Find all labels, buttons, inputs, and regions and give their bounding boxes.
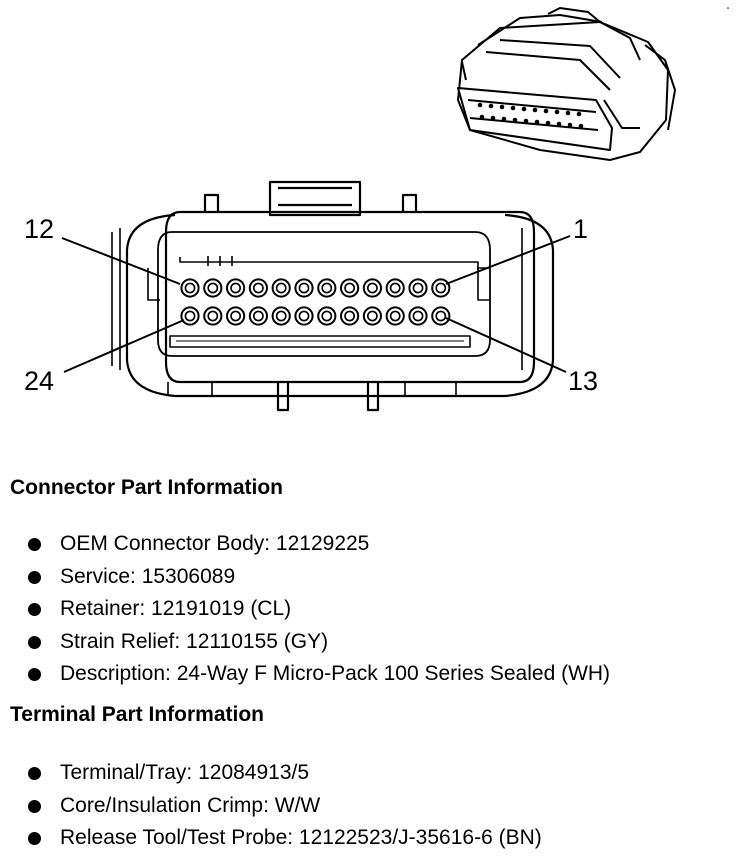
pin-cavity-inner <box>435 310 447 322</box>
pin-cavity-inner <box>184 282 196 294</box>
pin-cavity-inner <box>344 282 355 294</box>
pin-cavity-inner <box>275 310 287 322</box>
pin-cavity-top <box>203 278 223 298</box>
pin-cavity-bottom <box>248 306 268 326</box>
pin-label-1: 1 <box>573 214 588 244</box>
bullet-icon <box>28 799 41 813</box>
pin-cavity-inner <box>389 310 401 322</box>
pin-cavity-top <box>362 278 382 298</box>
info-list-item: Release Tool/Test Probe: 12122523/J-3561… <box>28 822 542 855</box>
pin-cavity-inner <box>230 310 241 322</box>
pin-cavity-top <box>340 278 360 298</box>
bullet-icon <box>28 668 41 681</box>
pin-cavity-inner <box>207 282 219 294</box>
pin-cavity-inner <box>298 310 310 322</box>
pin-cavity-top <box>294 278 314 298</box>
pin-cavity-bottom <box>180 306 200 326</box>
info-item-text: Terminal/Tray: 12084913/5 <box>60 761 310 784</box>
info-item-text: Retainer: 12191019 (CL) <box>60 597 292 620</box>
pin-cavity-bottom <box>362 306 382 326</box>
info-item-text: Service: 15306089 <box>60 564 236 588</box>
pin-cavity-inner <box>412 310 424 322</box>
bullet-icon <box>28 635 41 649</box>
info-list-item: OEM Connector Body: 12129225 <box>28 528 610 561</box>
bullet-icon <box>28 538 41 551</box>
pin-cavity-inner <box>230 282 241 294</box>
pin-cavity-inner <box>298 282 310 294</box>
pin-grid <box>180 278 451 326</box>
pin-cavity-bottom <box>203 306 223 326</box>
pin-cavity-inner <box>321 310 333 322</box>
bullet-icon <box>28 767 41 780</box>
artifact-dot <box>727 7 729 9</box>
pin-cavity-top <box>271 278 291 298</box>
pin-cavity-inner <box>412 282 424 294</box>
info-list-item: Description: 24-Way F Micro-Pack 100 Ser… <box>28 658 610 691</box>
info-item-text: Strain Relief: 12110155 (GY) <box>60 629 329 653</box>
info-list-item: Core/Insulation Crimp: W/W <box>28 790 542 823</box>
pin-cavity-bottom <box>271 306 291 326</box>
connector-face <box>111 180 555 412</box>
pin-cavity-inner <box>389 282 401 294</box>
connector-diagram: 12 1 24 13 <box>24 7 729 412</box>
pin-cavity-bottom <box>385 306 405 326</box>
pin-label-12: 12 <box>24 214 54 244</box>
pin-cavity-inner <box>435 282 447 294</box>
info-item-text: OEM Connector Body: 12129225 <box>60 532 370 555</box>
pin-cavity-inner <box>252 310 264 322</box>
info-list-item: Service: 15306089 <box>28 561 610 594</box>
info-item-text: Description: 24-Way F Micro-Pack 100 Ser… <box>60 662 611 685</box>
pin-cavity-top <box>431 278 451 298</box>
pin-cavity-inner <box>344 310 355 322</box>
connector-info-title: Connector Part Information <box>10 476 284 499</box>
pin-cavity-inner <box>321 282 333 294</box>
pin-cavity-bottom <box>294 306 314 326</box>
pin-cavity-bottom <box>226 306 246 326</box>
info-list-item: Terminal/Tray: 12084913/5 <box>28 757 542 790</box>
pin-cavity-inner <box>366 282 378 294</box>
pin-cavity-bottom <box>431 306 451 326</box>
inner-cavity <box>157 231 491 357</box>
info-item-text: Release Tool/Test Probe: 12122523/J-3561… <box>60 826 542 849</box>
pin-cavity-top <box>226 278 246 298</box>
pin-cavity-inner <box>366 310 378 322</box>
pin-cavity-top <box>180 278 200 298</box>
bullet-icon <box>28 832 41 845</box>
info-list-item: Retainer: 12191019 (CL) <box>28 593 610 626</box>
pin-label-24: 24 <box>24 366 54 396</box>
pin-cavity-inner <box>252 282 264 294</box>
pin-cavity-bottom <box>408 306 428 326</box>
bullet-icon <box>28 570 41 584</box>
leader-lines <box>61 235 571 373</box>
pin-cavity-top <box>317 278 337 298</box>
pin-label-13: 13 <box>568 366 598 396</box>
pin-cavity-top <box>248 278 268 298</box>
info-list-item: Strain Relief: 12110155 (GY) <box>28 626 610 659</box>
pin-cavity-inner <box>275 282 287 294</box>
bullet-icon <box>28 603 41 616</box>
pin-cavity-inner <box>184 310 196 322</box>
pin-cavity-top <box>408 278 428 298</box>
connector-3d-illustration <box>457 7 676 161</box>
info-item-text: Core/Insulation Crimp: W/W <box>60 793 321 817</box>
pin-cavity-bottom <box>340 306 360 326</box>
pin-cavity-top <box>385 278 405 298</box>
terminal-info-title: Terminal Part Information <box>10 703 264 726</box>
pin-cavity-bottom <box>317 306 337 326</box>
pin-cavity-inner <box>207 310 219 322</box>
